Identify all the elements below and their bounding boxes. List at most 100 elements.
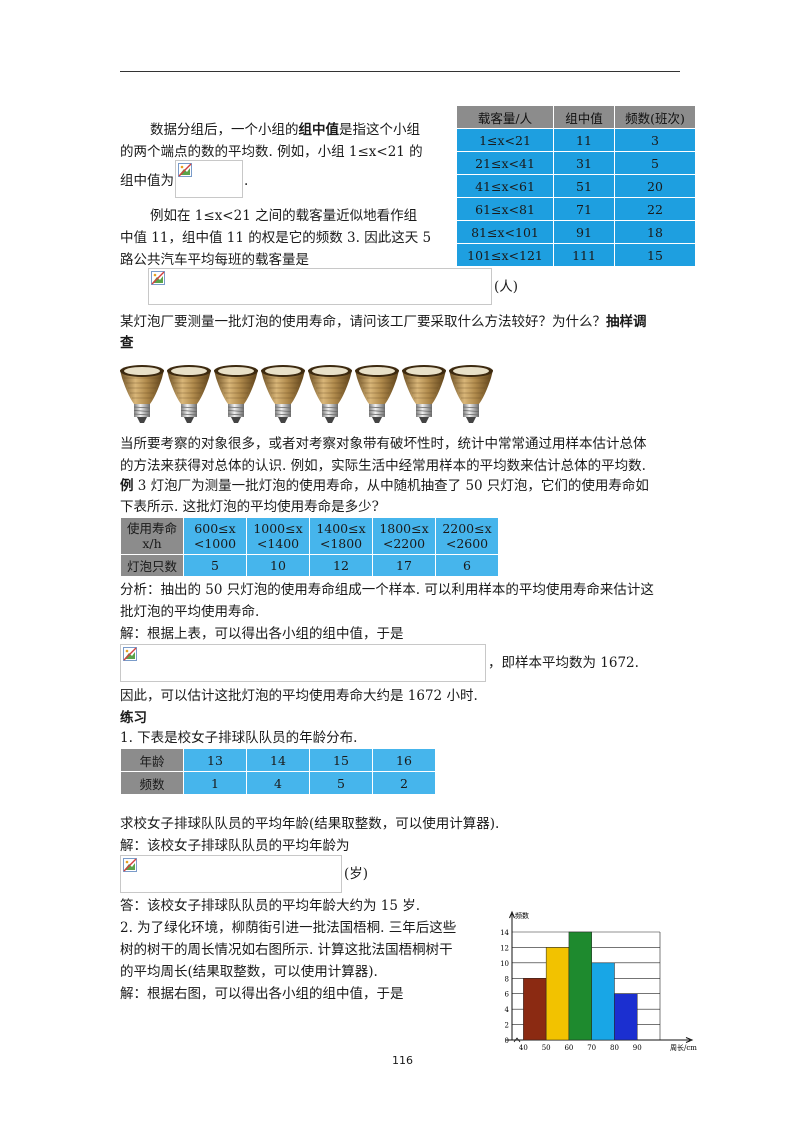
- histogram-bar: [545, 947, 570, 1041]
- cell-text: 600≤x: [194, 521, 236, 536]
- y-tick-label: 2: [505, 1022, 509, 1030]
- question-text: 某灯泡厂要测量一批灯泡的使用寿命，请问该工厂要采取什么方法较好？为什么？: [120, 314, 606, 330]
- table-cell: 101≤x<121: [456, 243, 554, 267]
- light-bulb-icon: [355, 365, 399, 423]
- table-header-row: 载客量/人 组中值 频数(班次): [456, 105, 696, 129]
- cell-text: 1400≤x: [316, 521, 366, 536]
- light-bulbs-image: [120, 365, 493, 423]
- table-cell: 31: [553, 151, 615, 175]
- y-axis-label: 频数: [515, 911, 529, 920]
- table-row: 灯泡只数 5 10 12 17 6: [120, 554, 499, 577]
- practice-q2-line-3: 的平均周长(结果取整数，可以使用计算器).: [120, 964, 378, 980]
- intro-line-2: 的两个端点的数的平均数. 例如，小组 1≤x<21 的: [120, 144, 423, 160]
- histogram-bar: [591, 962, 615, 1041]
- table-cell: 41≤x<61: [456, 174, 554, 198]
- broken-image-icon: [178, 163, 192, 177]
- cell-text: <2200: [382, 536, 426, 551]
- analysis-line-1: 分析：抽出的 50 只灯泡的使用寿命组成一个样本. 可以利用样本的平均使用寿命来…: [120, 582, 654, 598]
- header-text: 使用寿命: [126, 521, 177, 536]
- solution-line: 解：根据上表，可以得出各小组的组中值，于是: [120, 626, 404, 642]
- x-tick-label: 40: [519, 1044, 528, 1052]
- light-bulb-icon: [449, 365, 493, 423]
- table-cell: 6: [435, 554, 499, 577]
- table-cell: 17: [372, 554, 436, 577]
- table-header-cell: 组中值: [553, 105, 615, 129]
- analysis-line-2: 批灯泡的平均使用寿命.: [120, 604, 260, 620]
- table-cell: 18: [614, 220, 696, 244]
- page-number: 116: [392, 1054, 413, 1067]
- table-cell: 81≤x<101: [456, 220, 554, 244]
- intro-p2-line-3: 路公共汽车平均每班的载客量是: [120, 252, 309, 268]
- cell-text: <1400: [256, 536, 300, 551]
- intro-p2-line-1: 例如在 1≤x<21 之间的载客量近似地看作组: [150, 208, 418, 224]
- cell-text: <2600: [445, 536, 489, 551]
- y-tick-label: 14: [500, 929, 509, 937]
- table-cell: 14: [246, 748, 310, 772]
- broken-image-icon: [123, 647, 137, 661]
- table-header-cell: 灯泡只数: [120, 554, 184, 577]
- table-header-cell: 频数: [120, 771, 184, 795]
- unit-age: (岁): [344, 866, 369, 882]
- header-text: x/h: [142, 536, 162, 551]
- x-tick-label: 80: [610, 1044, 619, 1052]
- cell-text: <1800: [319, 536, 363, 551]
- table-cell: 5: [183, 554, 247, 577]
- unit-people: (人): [494, 279, 519, 295]
- table-header-cell: 载客量/人: [456, 105, 554, 129]
- intro-line-3-a: 组中值为: [120, 173, 174, 189]
- example-label: 例: [120, 478, 134, 494]
- table-cell: 21≤x<41: [456, 151, 554, 175]
- conclusion-line: 因此，可以估计这批灯泡的平均使用寿命大约是 1672 小时.: [120, 688, 478, 704]
- table-cell: 5: [309, 771, 373, 795]
- x-axis-arrow: [685, 1037, 694, 1043]
- table-cell: 10: [246, 554, 310, 577]
- y-axis-arrow: [509, 910, 515, 919]
- age-table: 年龄 13 14 15 16 频数 1 4 5 2: [120, 748, 436, 795]
- sampling-line-2: 的方法来获得对总体的认识. 例如，实际生活中经常用样本的平均数来估计总体的平均数…: [120, 458, 646, 474]
- practice-title: 练习: [120, 710, 147, 726]
- table-cell: 61≤x<81: [456, 197, 554, 221]
- sample-mean-text: ，即样本平均数为 1672.: [488, 655, 639, 671]
- y-tick-label: 10: [500, 960, 509, 968]
- formula-image-placeholder: [120, 855, 342, 893]
- formula-image-placeholder: [175, 160, 243, 198]
- light-bulb-icon: [167, 365, 211, 423]
- example-text: 3 灯泡厂为测量一批灯泡的使用寿命，从中随机抽查了 50 只灯泡，它们的使用寿命…: [133, 478, 649, 494]
- intro-text: 数据分组后，一个小组的: [150, 122, 299, 138]
- table-cell: 2200≤x<2600: [435, 517, 499, 555]
- table-row: 频数 1 4 5 2: [120, 771, 436, 795]
- light-bulb-icon: [402, 365, 446, 423]
- light-bulb-icon: [120, 365, 164, 423]
- light-bulb-icon: [261, 365, 305, 423]
- bulb-group: [120, 365, 493, 423]
- header-rule: [120, 71, 680, 72]
- histogram-bar: [523, 978, 547, 1041]
- axis-break-mark: [513, 1037, 521, 1043]
- table-cell: 1000≤x<1400: [246, 517, 310, 555]
- table-cell: 4: [246, 771, 310, 795]
- x-tick-label: 60: [564, 1044, 573, 1052]
- table-cell: 2: [372, 771, 436, 795]
- example-3-line-2: 下表所示. 这批灯泡的平均使用寿命是多少?: [120, 499, 379, 515]
- table-cell: 1: [183, 771, 247, 795]
- cell-text: <1000: [193, 536, 237, 551]
- answer-bold: 抽样调: [606, 314, 647, 330]
- practice-q1: 1. 下表是校女子排球队队员的年龄分布.: [120, 730, 358, 746]
- table-cell: 91: [553, 220, 615, 244]
- table-cell: 111: [553, 243, 615, 267]
- example-3-line-1: 例 3 灯泡厂为测量一批灯泡的使用寿命，从中随机抽查了 50 只灯泡，它们的使用…: [120, 476, 649, 497]
- intro-line-3-b: .: [244, 173, 249, 189]
- table-cell: 51: [553, 174, 615, 198]
- table-cell: 15: [614, 243, 696, 267]
- answer-bold: 查: [120, 335, 134, 351]
- light-bulb-icon: [214, 365, 258, 423]
- practice-q1-answer: 答：该校女子排球队队员的平均年龄大约为 15 岁.: [120, 898, 421, 914]
